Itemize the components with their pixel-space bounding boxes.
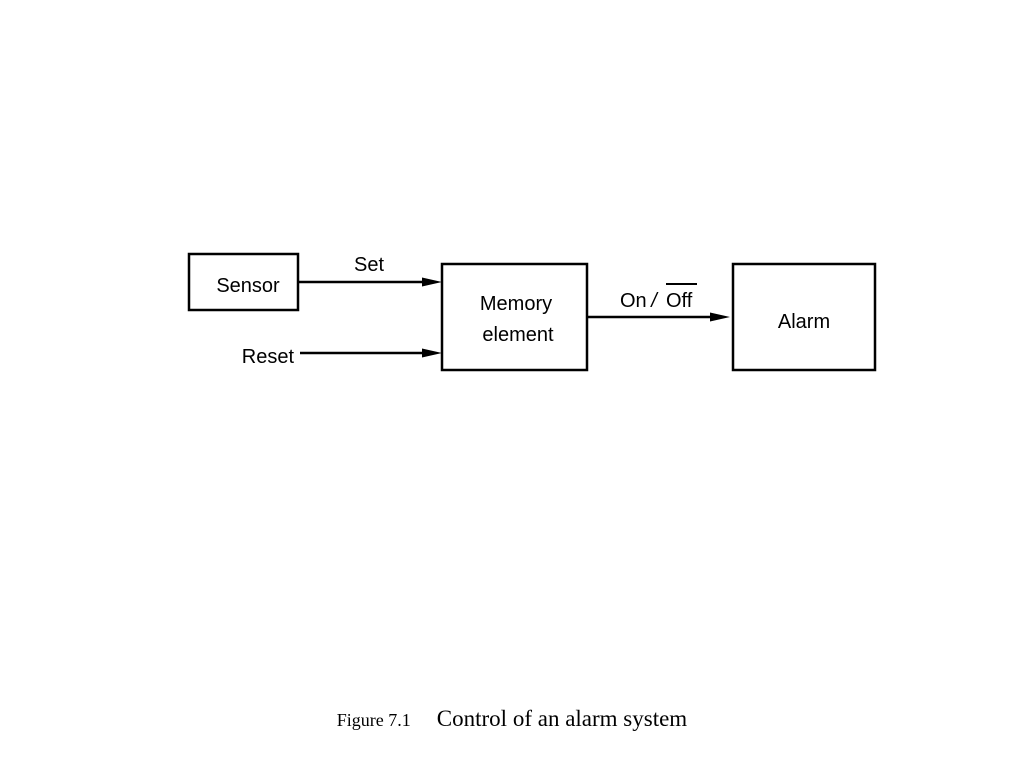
memory-element-block: Memory element xyxy=(440,262,589,372)
on-off-arrow xyxy=(587,312,730,322)
reset-arrow xyxy=(300,348,442,358)
figure-title: Control of an alarm system xyxy=(436,706,688,731)
set-arrow xyxy=(298,277,442,287)
figure-number: Figure 7.1 xyxy=(336,710,411,730)
alarm-label: Alarm xyxy=(778,311,830,333)
sensor-label: Sensor xyxy=(216,275,280,297)
set-label: Set xyxy=(354,254,384,276)
memory-label-line2: element xyxy=(482,324,554,346)
reset-label: Reset xyxy=(242,346,295,368)
figure-caption: Figure 7.1 Control of an alarm system xyxy=(0,706,1024,732)
slash-label: / xyxy=(649,290,659,312)
memory-label-line1: Memory xyxy=(480,293,552,315)
off-label: Off xyxy=(666,290,693,312)
on-off-label: On / Off xyxy=(620,283,697,312)
on-label: On xyxy=(620,290,647,312)
alarm-block: Alarm xyxy=(731,262,877,372)
sensor-block: Sensor xyxy=(187,252,300,312)
